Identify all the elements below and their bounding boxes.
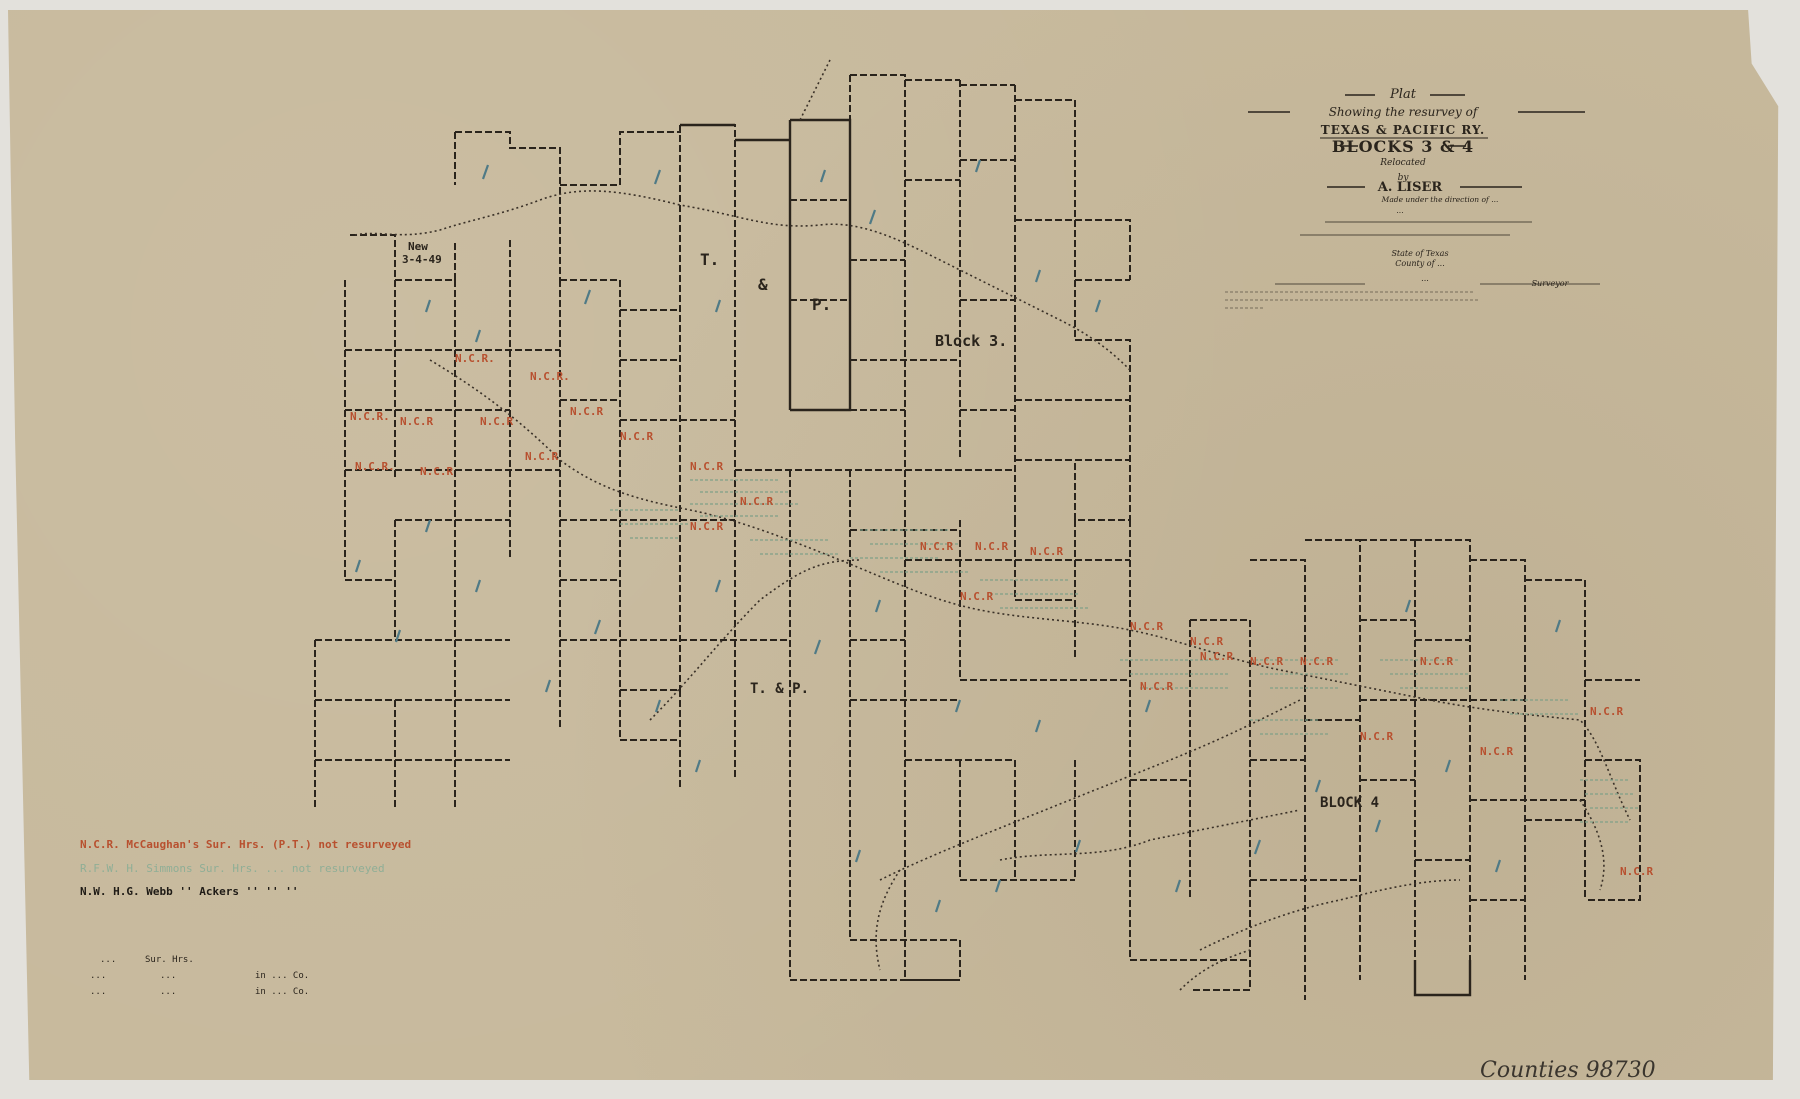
note-1b: Sur. Hrs.: [145, 955, 194, 965]
note-3c: in ... Co.: [255, 987, 309, 997]
svg-text:N.C.R.: N.C.R.: [350, 410, 390, 423]
svg-text:N.C.R.: N.C.R.: [455, 352, 495, 365]
note-2c: in ... Co.: [255, 971, 309, 981]
svg-text:N.C.R: N.C.R: [1130, 620, 1163, 633]
note-1a: ...: [100, 955, 116, 965]
svg-text:N.C.R: N.C.R: [1480, 745, 1513, 758]
new-sub-label: 3-4-49: [402, 253, 442, 266]
green-hatching: [610, 479, 1640, 823]
title-line-13: Surveyor: [1532, 279, 1570, 288]
note-2b: ...: [160, 971, 176, 981]
title-line-8: Made under the direction of ...: [1381, 195, 1499, 204]
svg-text:N.C.R: N.C.R: [525, 450, 558, 463]
title-line-12: ...: [1421, 274, 1429, 283]
block-4-label: BLOCK 4: [1320, 795, 1379, 811]
svg-text:N.C.R: N.C.R: [1250, 655, 1283, 668]
catalog-annotation: Counties 98730: [1480, 1058, 1656, 1083]
block-labels: Block 3. BLOCK 4 T. & P. T. & P. New 3-4…: [402, 240, 1379, 811]
svg-text:N.C.R: N.C.R: [690, 520, 723, 533]
svg-text:N.C.R: N.C.R: [400, 415, 433, 428]
title-line-3: TEXAS & PACIFIC RY.: [1321, 123, 1485, 137]
note-3a: ...: [90, 987, 106, 997]
surveyor-name: A. LISER: [1377, 180, 1443, 195]
title-line-11: County of ...: [1395, 259, 1444, 268]
title-line-2: Showing the resurvey of: [1329, 105, 1480, 119]
tp-t-label: T.: [700, 250, 719, 269]
svg-text:N.C.R: N.C.R: [1200, 650, 1233, 663]
svg-text:N.C.R: N.C.R: [570, 405, 603, 418]
title-line-1: Plat: [1389, 87, 1417, 102]
svg-text:N.C.R: N.C.R: [975, 540, 1008, 553]
legend: N.C.R. McCaughan's Sur. Hrs. (P.T.) not …: [80, 838, 411, 898]
notes: ... Sur. Hrs. ... ... in ... Co. ... ...…: [90, 955, 309, 997]
tp-p-label: P.: [812, 295, 831, 314]
svg-text:N.C.R: N.C.R: [1620, 865, 1653, 878]
map-sheet: [8, 10, 1779, 1080]
tp-and-label: &: [758, 275, 768, 294]
title-line-4: BLOCKS 3 & 4: [1332, 137, 1474, 156]
svg-text:N.C.R: N.C.R: [920, 540, 953, 553]
svg-text:N.C.R: N.C.R: [690, 460, 723, 473]
title-line-9: ...: [1396, 206, 1403, 215]
title-line-6: by: [1398, 173, 1410, 183]
legend-red-line: N.C.R. McCaughan's Sur. Hrs. (P.T.) not …: [80, 838, 411, 851]
svg-text:N.C.R: N.C.R: [1300, 655, 1333, 668]
svg-text:N.C.R: N.C.R: [480, 415, 513, 428]
drainage-lines: [354, 59, 1631, 991]
svg-text:N.C.R: N.C.R: [620, 430, 653, 443]
svg-text:N.C.R: N.C.R: [1590, 705, 1623, 718]
block-3-label: Block 3.: [935, 332, 1007, 350]
svg-text:N.C.R: N.C.R: [1030, 545, 1063, 558]
note-3b: ...: [160, 987, 176, 997]
svg-text:N.C.R: N.C.R: [420, 465, 453, 478]
title-line-5: Relocated: [1379, 158, 1426, 168]
svg-text:N.C.R: N.C.R: [1420, 655, 1453, 668]
svg-text:N.C.R.: N.C.R.: [530, 370, 570, 383]
svg-text:N.C.R: N.C.R: [1360, 730, 1393, 743]
blue-section-marks: [354, 159, 1562, 913]
tp-lower-label: T. & P.: [750, 681, 809, 697]
section-grid: [314, 74, 1641, 1000]
title-block: Plat Showing the resurvey of TEXAS & PAC…: [1225, 87, 1600, 309]
svg-text:N.C.R: N.C.R: [960, 590, 993, 603]
new-label: New: [408, 240, 428, 253]
svg-text:N.C.R: N.C.R: [740, 495, 773, 508]
svg-text:N.C.R.: N.C.R.: [355, 460, 395, 473]
title-line-10: State of Texas: [1391, 249, 1448, 258]
legend-green-line: R.F.W. H. Simmons Sur. Hrs. ... not resu…: [80, 862, 385, 875]
red-survey-labels: N.C.R. N.C.R. N.C.R N.C.R. N.C.R N.C.R N…: [350, 352, 1653, 878]
note-2a: ...: [90, 971, 106, 981]
svg-text:N.C.R: N.C.R: [1190, 635, 1223, 648]
svg-text:N.C.R: N.C.R: [1140, 680, 1173, 693]
legend-black-line: N.W. H.G. Webb '' Ackers '' '' '': [80, 885, 299, 898]
